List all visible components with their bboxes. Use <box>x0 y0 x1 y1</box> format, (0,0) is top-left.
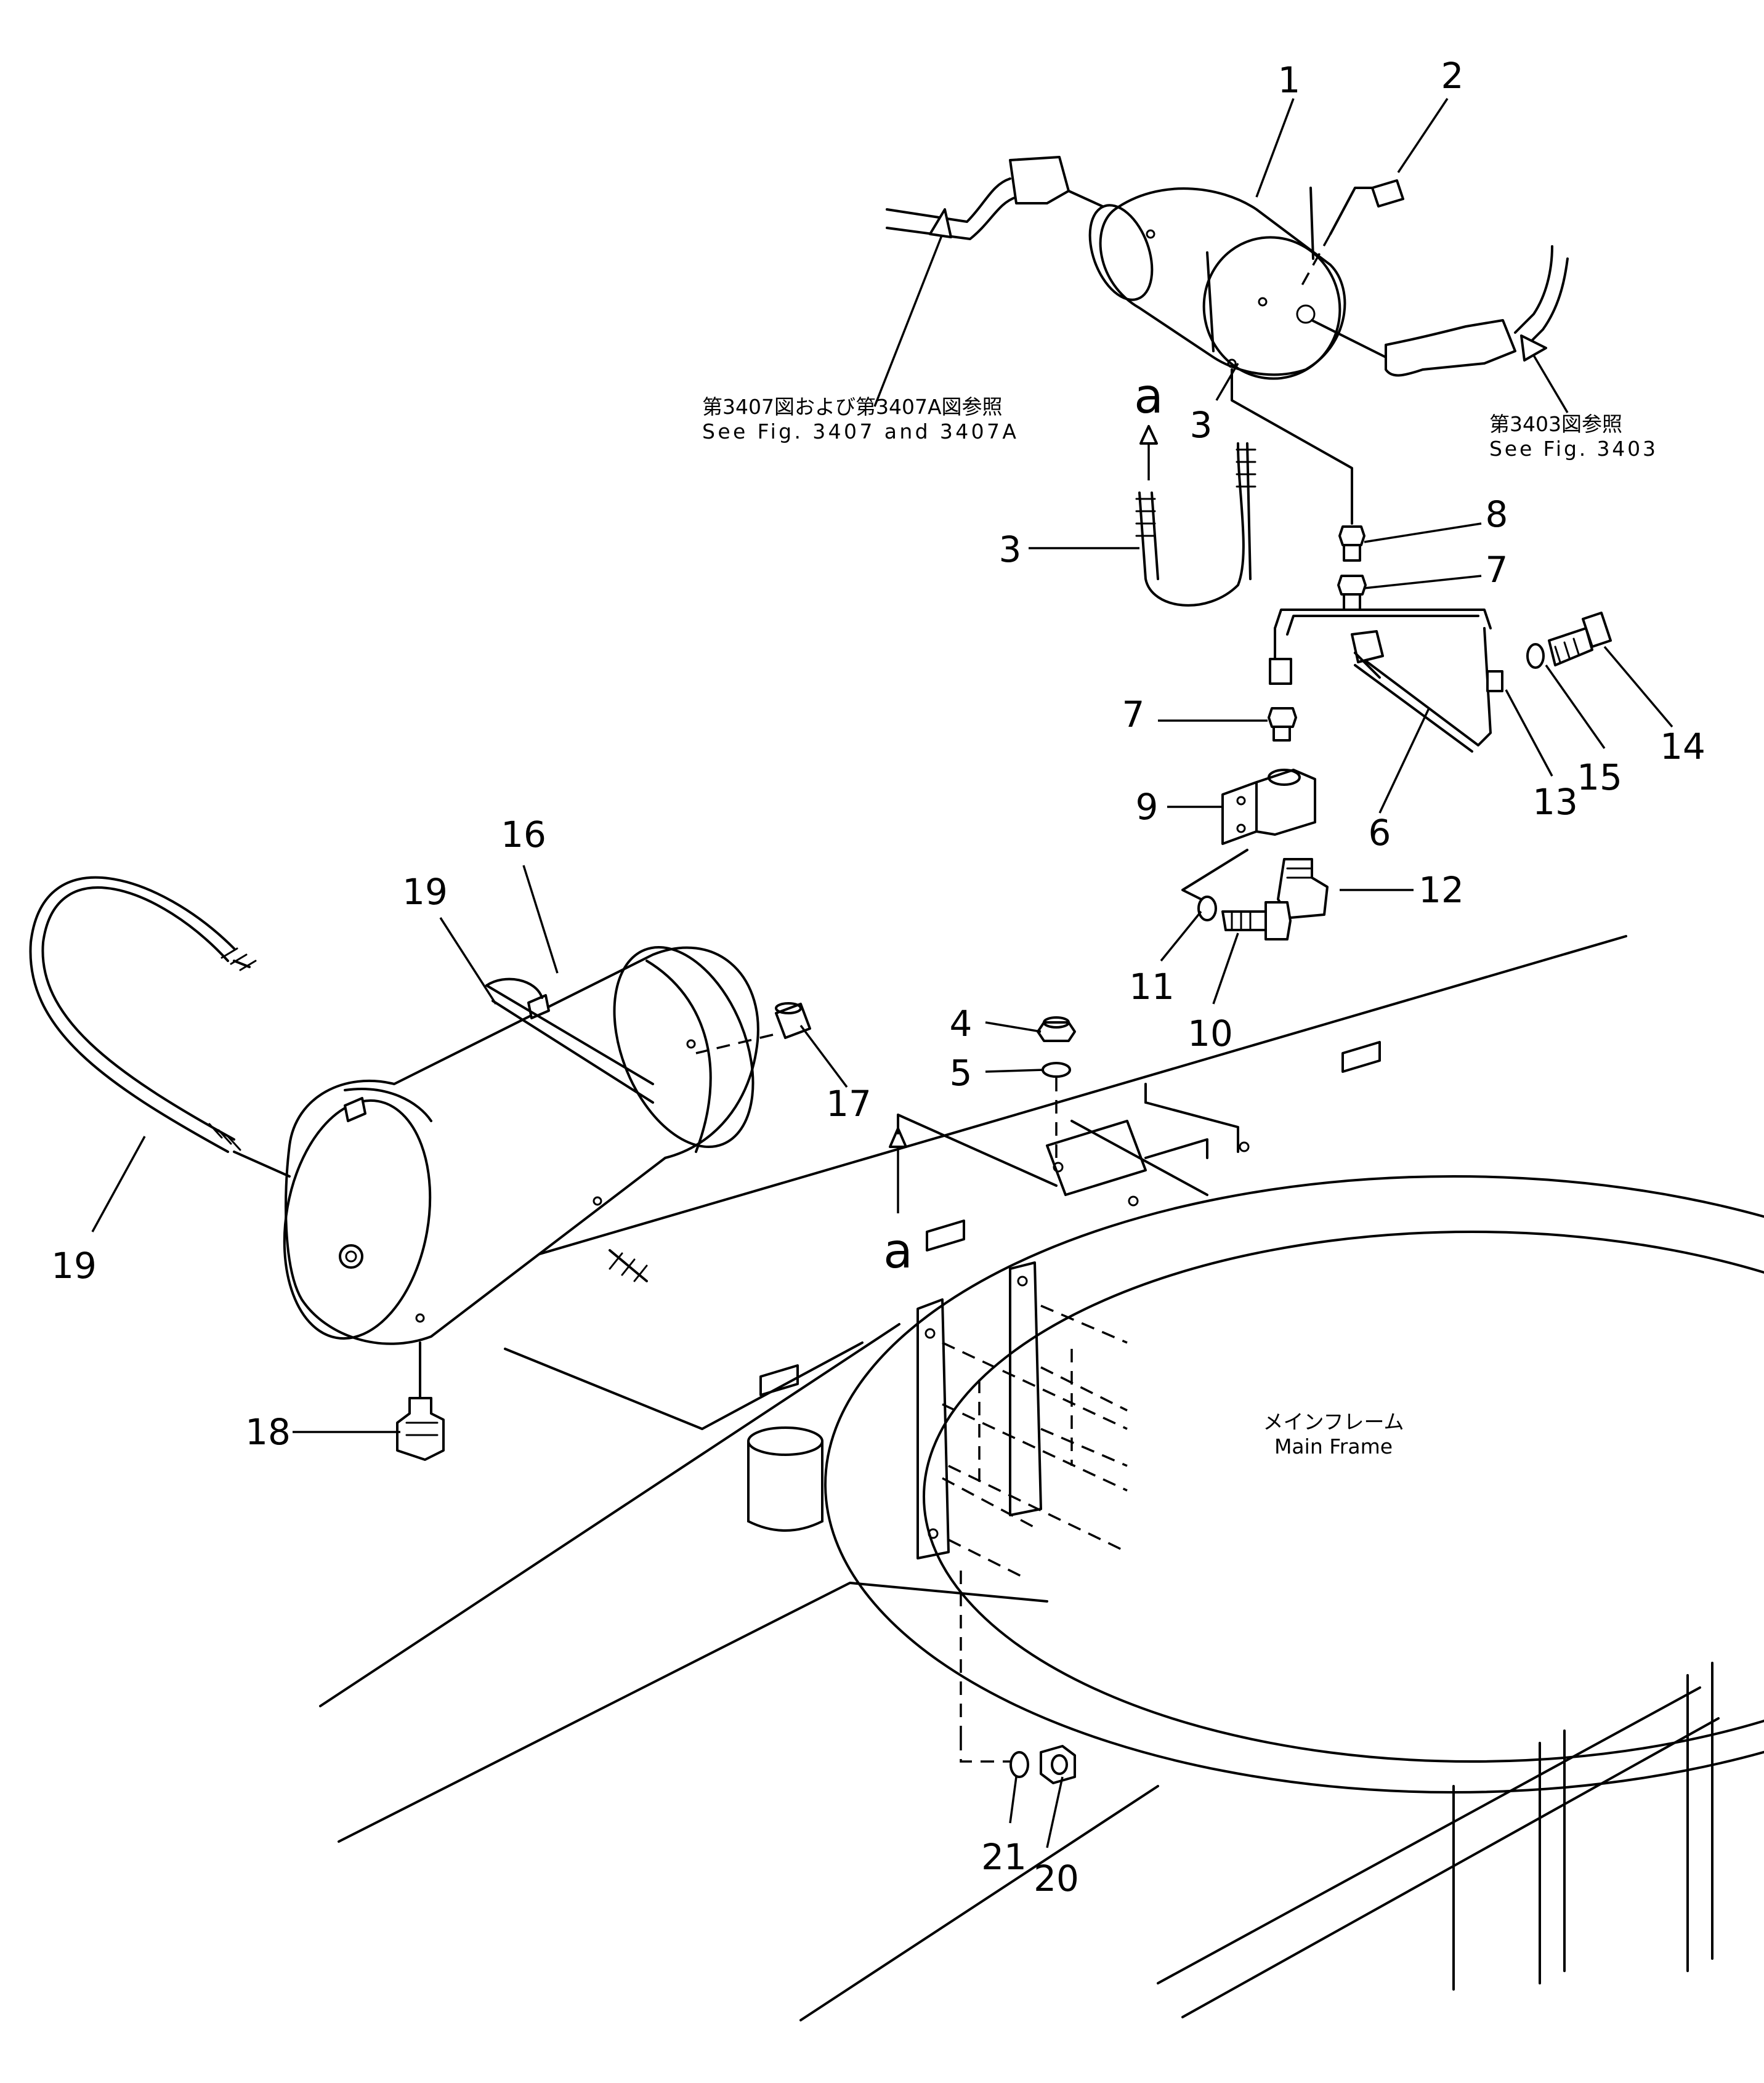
callout-19-lower: 19 <box>51 1245 97 1287</box>
part-3-u-bolt <box>1135 442 1256 607</box>
ref-right-en: See Fig. 3403 <box>1489 437 1656 461</box>
part-17-plug <box>695 1002 811 1054</box>
reference-notes: 第3407図および第3407A図参照 See Fig. 3407 and 340… <box>702 395 1656 1458</box>
view-marker-a-top: a <box>1134 369 1163 424</box>
large-air-tank <box>283 945 759 1345</box>
parts-4-5 <box>1037 1016 1076 1158</box>
view-marker-a-bottom: a <box>883 1224 913 1279</box>
callout-19-upper: 19 <box>402 871 448 913</box>
part-9-bracket <box>1181 769 1316 904</box>
callout-4: 4 <box>950 1003 973 1045</box>
main-frame-label-jp: メインフレーム <box>1263 1410 1404 1434</box>
part-18-drain-valve <box>396 1341 445 1461</box>
callout-20: 20 <box>1034 1858 1079 1899</box>
callout-9: 9 <box>1136 786 1159 828</box>
ref-left-jp: 第3407図および第3407A図参照 <box>702 395 1003 419</box>
callout-13: 13 <box>1532 781 1578 823</box>
right-hose <box>1311 245 1569 413</box>
callout-2: 2 <box>1441 55 1464 97</box>
callout-17: 17 <box>826 1083 872 1125</box>
ref-left-en: See Fig. 3407 and 3407A <box>702 419 1016 443</box>
parts-20-21 <box>960 1737 1076 1784</box>
fittings-7-8 <box>1268 525 1367 742</box>
callout-11: 11 <box>1129 966 1175 1008</box>
dash-connector-upper <box>1231 368 1353 525</box>
part-19-band <box>29 876 648 1282</box>
callout-7-lower: 7 <box>1122 694 1145 735</box>
callout-18: 18 <box>245 1411 291 1453</box>
view-arrows <box>889 425 1158 1213</box>
callout-8: 8 <box>1486 493 1508 535</box>
leader-lines <box>91 98 1673 1848</box>
parts-13-14-15 <box>1486 612 1612 692</box>
callout-numbers: 1 2 3 3 4 5 6 7 7 8 9 10 11 12 13 14 15 … <box>51 55 1705 1899</box>
tank-studs <box>1206 187 1314 352</box>
part-6-pipe <box>1269 609 1492 753</box>
main-frame-label-en: Main Frame <box>1274 1434 1393 1458</box>
ref-right-jp: 第3403図参照 <box>1489 412 1622 436</box>
callout-6: 6 <box>1369 812 1391 854</box>
callout-15: 15 <box>1577 756 1622 798</box>
callout-3-upper: 3 <box>1190 404 1213 446</box>
callout-3-lower: 3 <box>999 528 1022 570</box>
left-hose <box>873 156 1104 407</box>
part-2-plug <box>1298 179 1404 290</box>
callout-21: 21 <box>981 1836 1027 1878</box>
callout-14: 14 <box>1660 726 1705 767</box>
callout-16: 16 <box>501 814 546 855</box>
callout-7-upper: 7 <box>1486 549 1508 591</box>
parts-10-11 <box>1197 896 1292 940</box>
callout-5: 5 <box>950 1052 973 1094</box>
callout-12: 12 <box>1418 869 1464 911</box>
callout-10: 10 <box>1187 1013 1233 1054</box>
callout-1: 1 <box>1278 59 1301 101</box>
small-air-tank <box>1088 187 1346 380</box>
main-frame-structure <box>319 935 1764 2021</box>
